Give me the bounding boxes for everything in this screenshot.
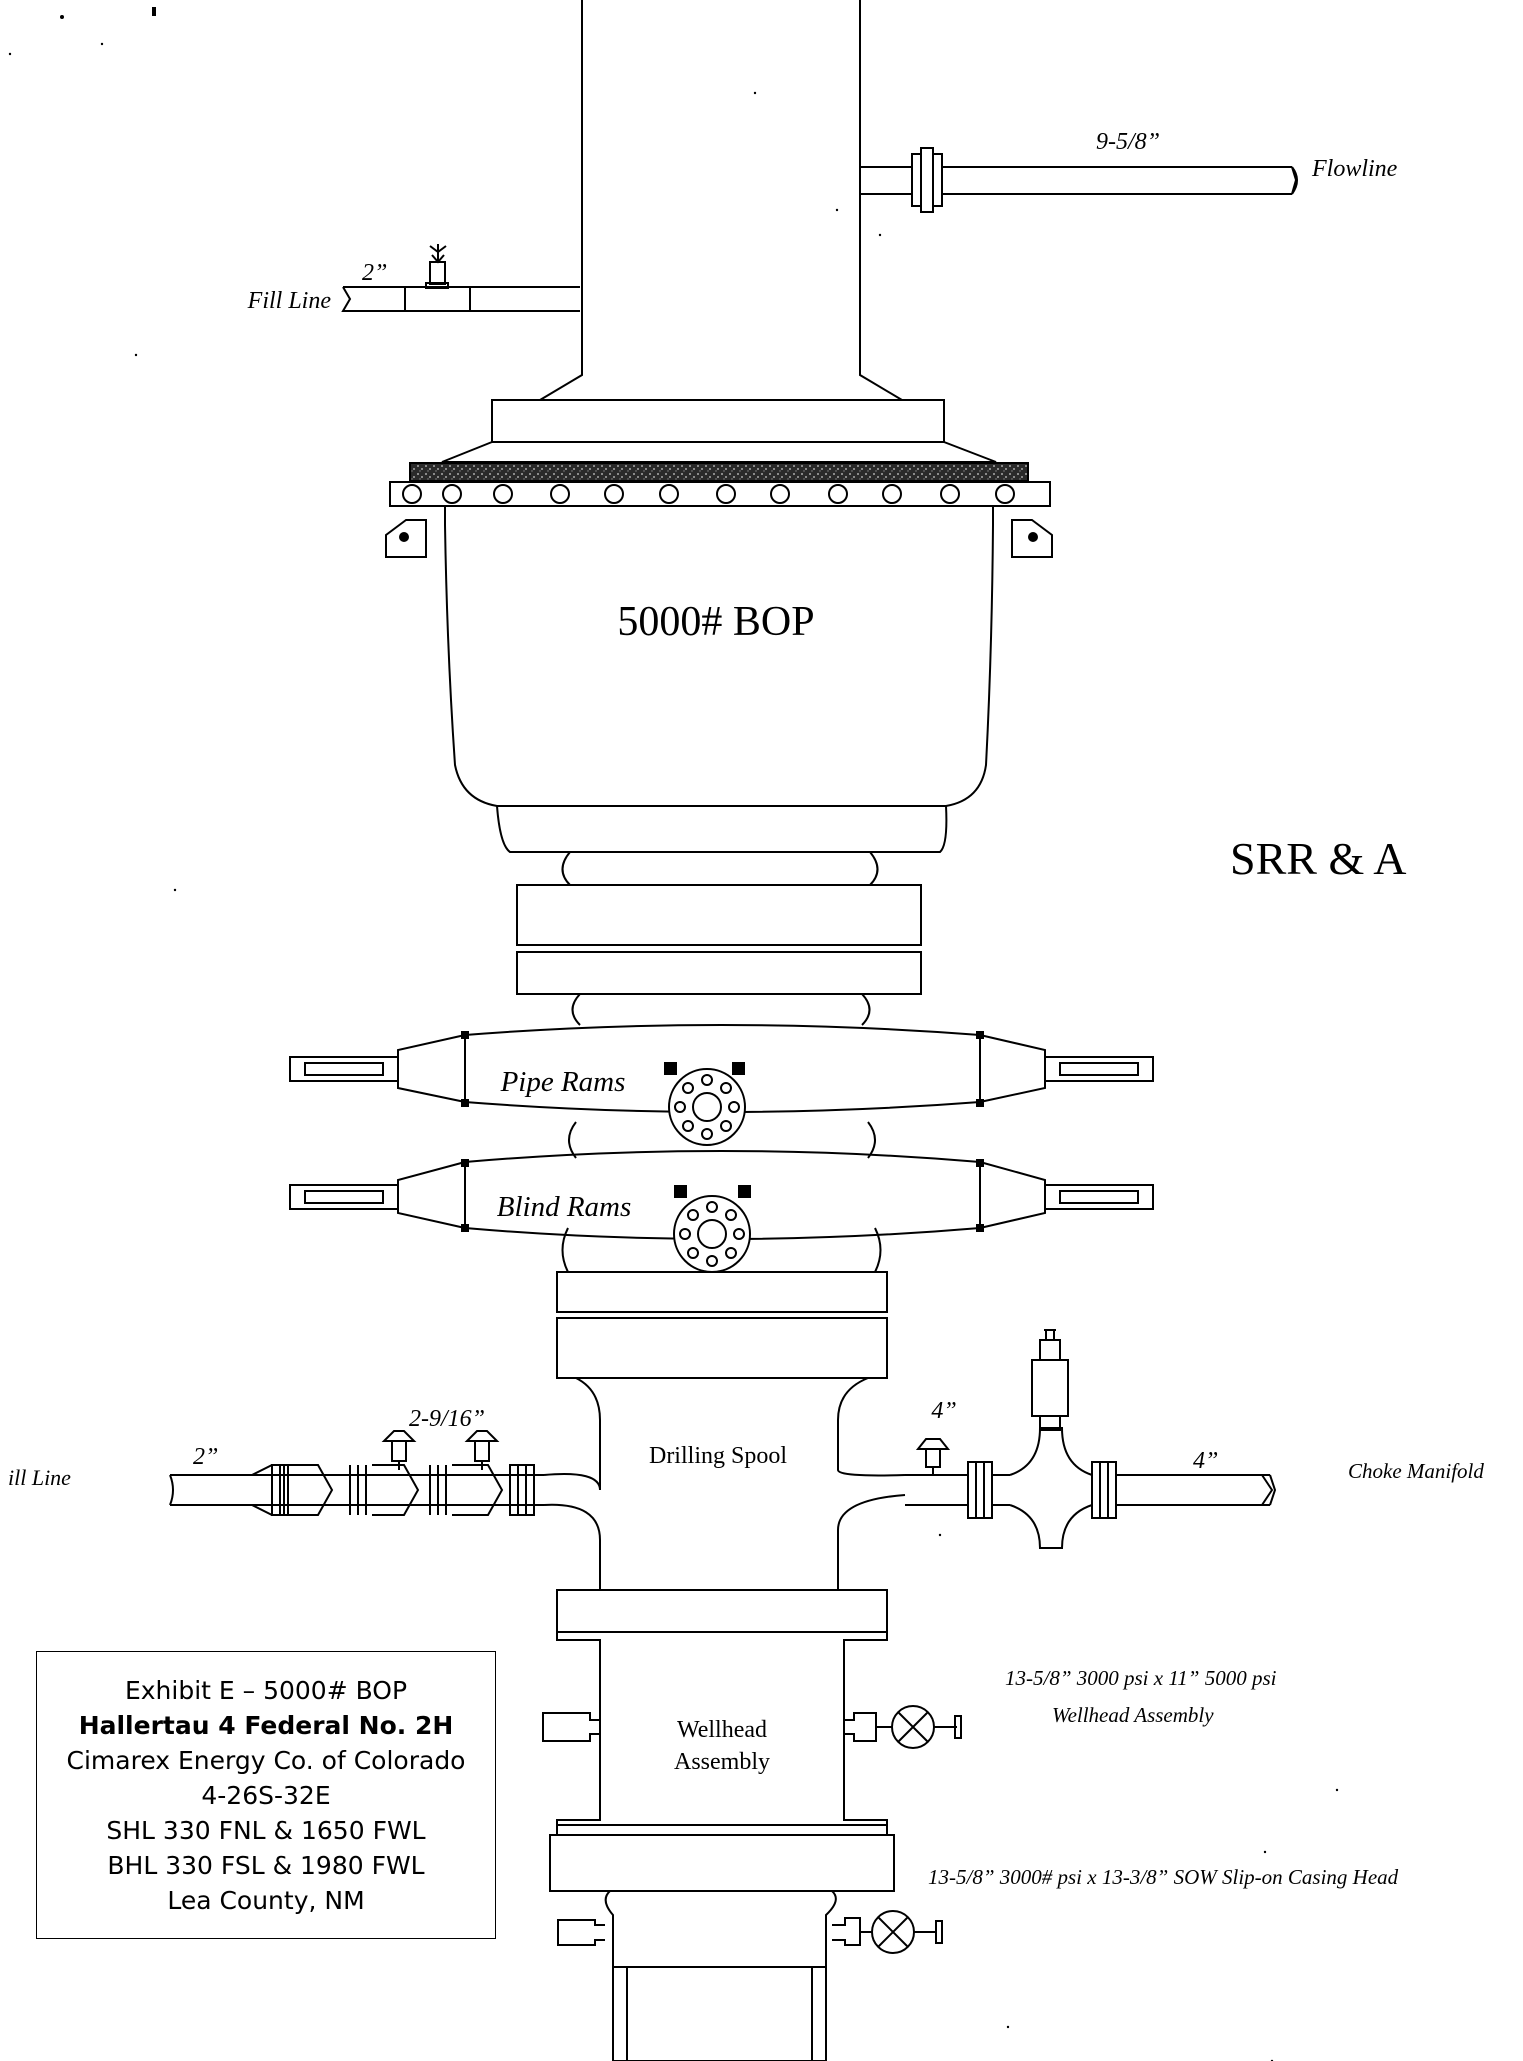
riser-pipe: [491, 0, 945, 443]
company-mark: SRR & A: [1230, 833, 1406, 884]
annular-bop: [385, 441, 1053, 886]
spacer-flanges: [516, 884, 922, 1026]
exhibit-title: Exhibit E – 5000# BOP: [124, 1675, 408, 1705]
section-township-range: 4-26S-32E: [201, 1780, 331, 1810]
fill-line-pipe: [341, 244, 580, 312]
pipe-rams: [289, 1024, 1154, 1159]
scan-specks: [8, 7, 1339, 2061]
well-name: Hallertau 4 Federal No. 2H: [78, 1710, 454, 1740]
kill-line-size-label: 2”: [193, 1444, 218, 1470]
operator-name: Cimarex Energy Co. of Colorado: [66, 1745, 466, 1775]
choke-line-pipe: [905, 1329, 1277, 1549]
bop-title: 5000# BOP: [617, 599, 814, 645]
choke-valve-size-label: 4”: [931, 1398, 956, 1424]
kill-line-inner-size-label: 2-9/16”: [409, 1406, 485, 1432]
casing-head-spec-label: 13-5/8” 3000# psi x 13-3/8” SOW Slip-on …: [928, 1865, 1399, 1889]
wellhead-label-line2: Assembly: [674, 1749, 770, 1775]
kill-line-pipe: [169, 1430, 544, 1516]
drilling-spool-label: Drilling Spool: [649, 1443, 787, 1469]
county-state: Lea County, NM: [167, 1885, 365, 1915]
blind-rams-label: Blind Rams: [497, 1191, 632, 1223]
flowline-pipe: [860, 147, 1298, 213]
fill-line-label: Fill Line: [247, 288, 332, 314]
wellhead-spec-label: 13-5/8” 3000 psi x 11” 5000 psi: [1005, 1666, 1277, 1690]
surface-hole-location: SHL 330 FNL & 1650 FWL: [106, 1815, 426, 1845]
choke-line-size-label: 4”: [1193, 1448, 1218, 1474]
drilling-spool: [543, 1227, 906, 1633]
blind-rams: [289, 1150, 1154, 1273]
casing-head: [549, 1824, 943, 2061]
bottom-hole-location: BHL 330 FSL & 1980 FWL: [107, 1850, 425, 1880]
wellhead-spec-name-label: Wellhead Assembly: [1052, 1703, 1214, 1727]
pipe-rams-label: Pipe Rams: [500, 1066, 626, 1098]
flowline-size-label: 9-5/8”: [1096, 129, 1160, 155]
wellhead-label-line1: Wellhead: [677, 1717, 767, 1743]
kill-line-label: ill Line: [8, 1465, 71, 1490]
exhibit-info-box: Exhibit E – 5000# BOP Hallertau 4 Federa…: [36, 1651, 496, 1939]
flowline-label: Flowline: [1311, 156, 1398, 182]
choke-manifold-label: Choke Manifold: [1348, 1459, 1484, 1483]
fill-line-size-label: 2”: [362, 260, 387, 286]
wellhead-assembly: [542, 1632, 962, 1825]
